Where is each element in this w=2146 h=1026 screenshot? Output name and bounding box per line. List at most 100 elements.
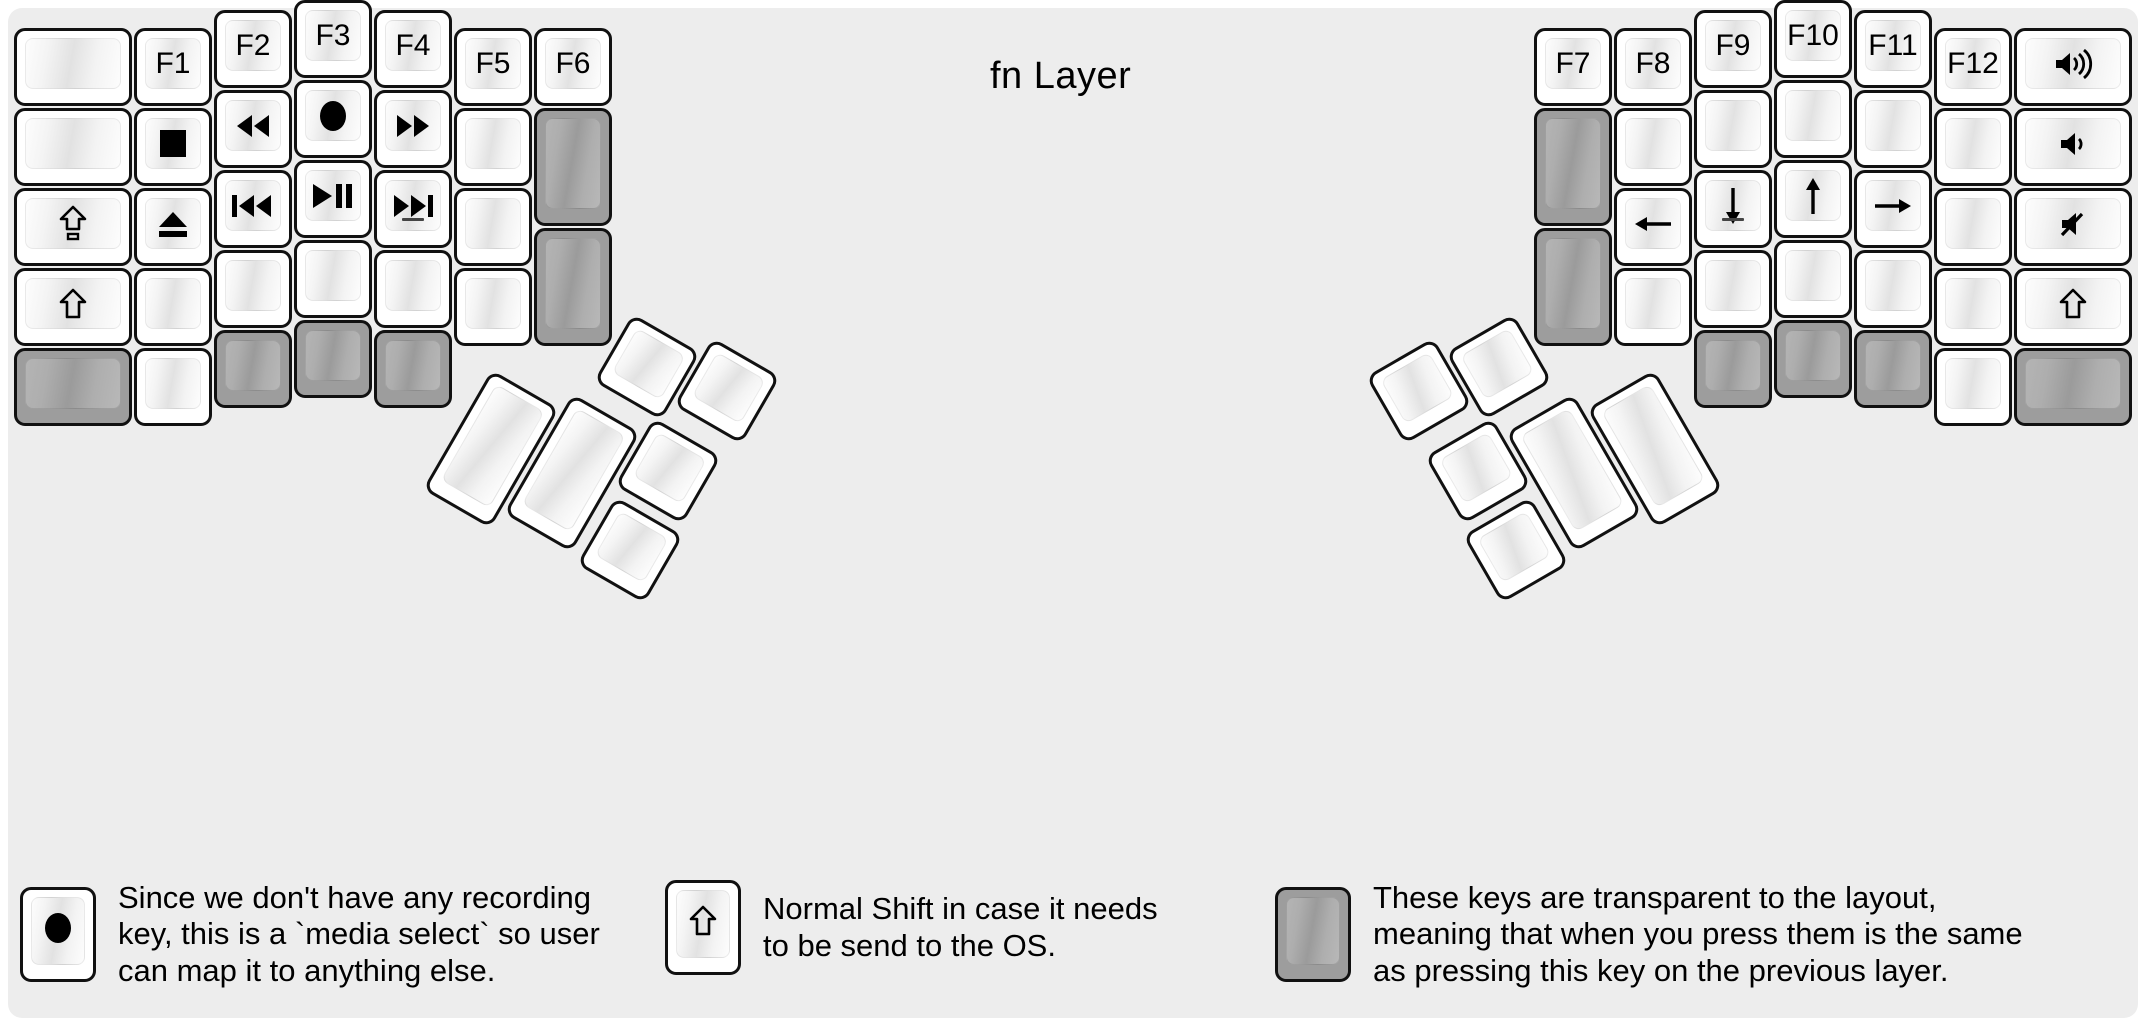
- keycap-surface: [25, 118, 121, 169]
- key-caps-word[interactable]: [14, 188, 132, 266]
- key-arrow-left[interactable]: [1614, 188, 1692, 266]
- keycap-surface: [676, 890, 730, 958]
- keycap-surface: [465, 38, 521, 89]
- volume-up-icon: [2053, 48, 2093, 79]
- key-blank-17[interactable]: [1854, 90, 1932, 168]
- key-media-stop[interactable]: [134, 108, 212, 186]
- key-blank-3[interactable]: [134, 268, 212, 346]
- keycap-surface: [2025, 278, 2121, 329]
- key-blank-15[interactable]: [1774, 80, 1852, 158]
- key-arrow-down[interactable]: [1694, 170, 1772, 248]
- keycap-surface: [145, 278, 201, 329]
- keycap-surface: [25, 278, 121, 329]
- key-label: F1: [155, 46, 191, 80]
- key-blank-16[interactable]: [1774, 240, 1852, 318]
- key-blank-1[interactable]: [14, 28, 132, 106]
- key-blank-20[interactable]: [1934, 188, 2012, 266]
- key-transparent-10[interactable]: [1774, 320, 1852, 398]
- key-blank-13[interactable]: [1694, 90, 1772, 168]
- key-transparent-1[interactable]: [14, 348, 132, 426]
- keycap-surface: [1625, 278, 1681, 329]
- key-f1[interactable]: F1: [134, 28, 212, 106]
- keycap-surface: [1625, 118, 1681, 169]
- prev-track-icon: [230, 193, 276, 219]
- key-transparent-3[interactable]: [294, 320, 372, 398]
- key-media-prev-track[interactable]: [214, 170, 292, 248]
- key-arrow-right[interactable]: [1854, 170, 1932, 248]
- key-f7[interactable]: F7: [1534, 28, 1612, 106]
- key-blank-12[interactable]: [1614, 268, 1692, 346]
- key-transparent-4[interactable]: [374, 330, 452, 408]
- keycap-surface: [1785, 90, 1841, 141]
- key-media-play-pause[interactable]: [294, 160, 372, 238]
- key-f12[interactable]: F12: [1934, 28, 2012, 106]
- arrow-left-icon: [1633, 211, 1673, 237]
- key-transparent-6[interactable]: [534, 228, 612, 346]
- key-media-eject[interactable]: [134, 188, 212, 266]
- key-label: F3: [315, 18, 351, 52]
- key-blank-10[interactable]: [454, 268, 532, 346]
- key-blank-2[interactable]: [14, 108, 132, 186]
- key-transparent-12[interactable]: [2014, 348, 2132, 426]
- key-media-rewind[interactable]: [214, 90, 292, 168]
- key-blank-8[interactable]: [454, 108, 532, 186]
- keycap-surface: [305, 250, 361, 301]
- key-blank-6[interactable]: [294, 240, 372, 318]
- key-transparent-8[interactable]: [1534, 228, 1612, 346]
- keycap-surface: [385, 340, 441, 391]
- key-f4[interactable]: F4: [374, 10, 452, 88]
- key-f3[interactable]: F3: [294, 0, 372, 78]
- key-f6[interactable]: F6: [534, 28, 612, 106]
- key-label: F5: [475, 46, 511, 80]
- key-media-record[interactable]: [294, 80, 372, 158]
- key-f9[interactable]: F9: [1694, 10, 1772, 88]
- key-arrow-up[interactable]: [1774, 160, 1852, 238]
- key-label: F9: [1715, 28, 1751, 62]
- key-f10[interactable]: F10: [1774, 0, 1852, 78]
- key-blank-11[interactable]: [1614, 108, 1692, 186]
- volume-down-icon: [2056, 129, 2090, 159]
- legend-transparent-text: These keys are transparent to the layout…: [1373, 880, 2023, 988]
- key-transparent-2[interactable]: [214, 330, 292, 408]
- key-blank-19[interactable]: [1934, 108, 2012, 186]
- key-blank-7[interactable]: [374, 250, 452, 328]
- keycap-surface: [1705, 20, 1761, 71]
- key-volume-down[interactable]: [2014, 108, 2132, 186]
- key-volume-up[interactable]: [2014, 28, 2132, 106]
- keycap-surface: [385, 260, 441, 311]
- keycap-surface: [25, 38, 121, 89]
- key-blank-22[interactable]: [1934, 348, 2012, 426]
- key-shift-right[interactable]: [2014, 268, 2132, 346]
- key-transparent-5[interactable]: [534, 108, 612, 226]
- keycap-surface: [385, 100, 441, 151]
- key-blank-21[interactable]: [1934, 268, 2012, 346]
- keycap-surface: [385, 20, 441, 71]
- key-blank-5[interactable]: [214, 250, 292, 328]
- key-shift[interactable]: [14, 268, 132, 346]
- key-volume-mute[interactable]: [2014, 188, 2132, 266]
- key-label: F2: [235, 28, 271, 62]
- key-media-next-track[interactable]: [374, 170, 452, 248]
- keycap-surface: [632, 431, 707, 505]
- keycap-surface: [145, 358, 201, 409]
- key-f5[interactable]: F5: [454, 28, 532, 106]
- key-blank-14[interactable]: [1694, 250, 1772, 328]
- key-transparent-11[interactable]: [1854, 330, 1932, 408]
- key-f11[interactable]: F11: [1854, 10, 1932, 88]
- keycap-surface: [1439, 431, 1514, 505]
- key-f2[interactable]: F2: [214, 10, 292, 88]
- key-f8[interactable]: F8: [1614, 28, 1692, 106]
- keycap-surface: [1945, 198, 2001, 249]
- keycap-surface: [1705, 260, 1761, 311]
- key-transparent-7[interactable]: [1534, 108, 1612, 226]
- key-media-fast-forward[interactable]: [374, 90, 452, 168]
- keycap-surface: [545, 238, 601, 329]
- legend-shift-text: Normal Shift in case it needs to be send…: [763, 891, 1158, 963]
- key-transparent-9[interactable]: [1694, 330, 1772, 408]
- key-blank-9[interactable]: [454, 188, 532, 266]
- keycap-surface: [1945, 278, 2001, 329]
- keycap-surface: [1705, 340, 1761, 391]
- key-blank-4[interactable]: [134, 348, 212, 426]
- key-label: F4: [395, 28, 431, 62]
- key-blank-18[interactable]: [1854, 250, 1932, 328]
